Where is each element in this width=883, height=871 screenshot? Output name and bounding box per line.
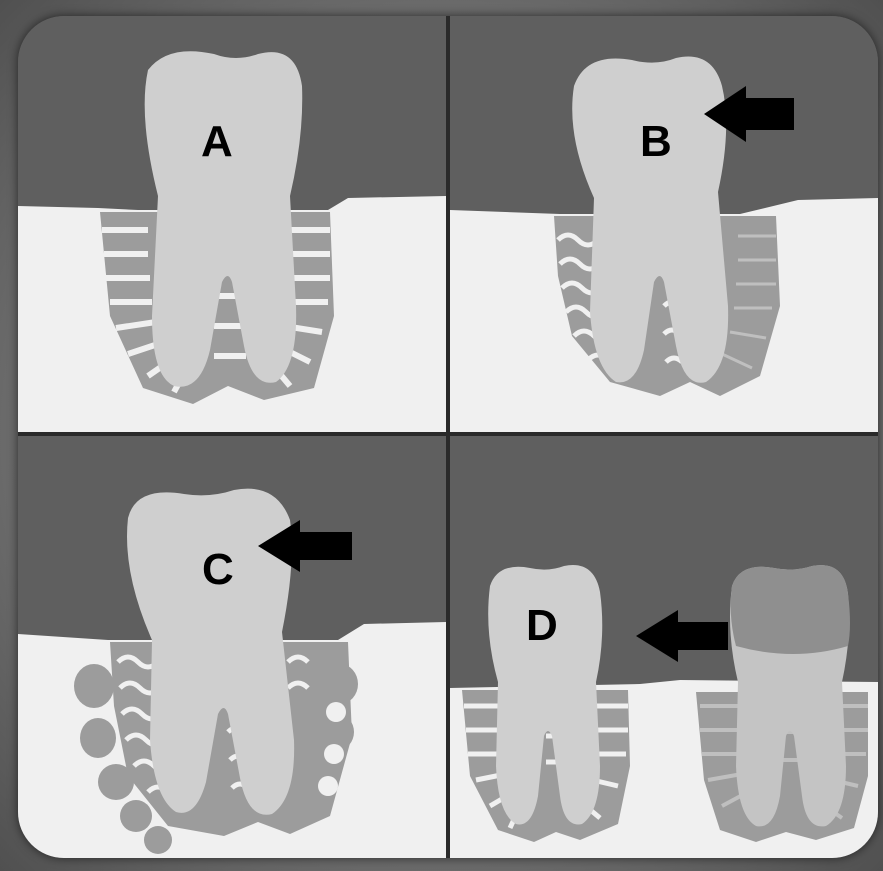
panel-a: A bbox=[18, 16, 446, 432]
crown-d-right bbox=[731, 565, 850, 654]
panel-d: D bbox=[450, 436, 878, 858]
panel-a-drawing bbox=[18, 16, 446, 432]
label-c: C bbox=[202, 548, 234, 592]
panel-grid: A B bbox=[18, 16, 878, 858]
label-a: A bbox=[201, 120, 233, 164]
panel-c-drawing bbox=[18, 436, 446, 858]
panel-b: B bbox=[450, 16, 878, 432]
panel-b-drawing bbox=[450, 16, 878, 432]
label-b: B bbox=[640, 120, 672, 164]
panel-d-drawing bbox=[450, 436, 878, 858]
panel-c: C bbox=[18, 436, 446, 858]
label-d: D bbox=[526, 604, 558, 648]
